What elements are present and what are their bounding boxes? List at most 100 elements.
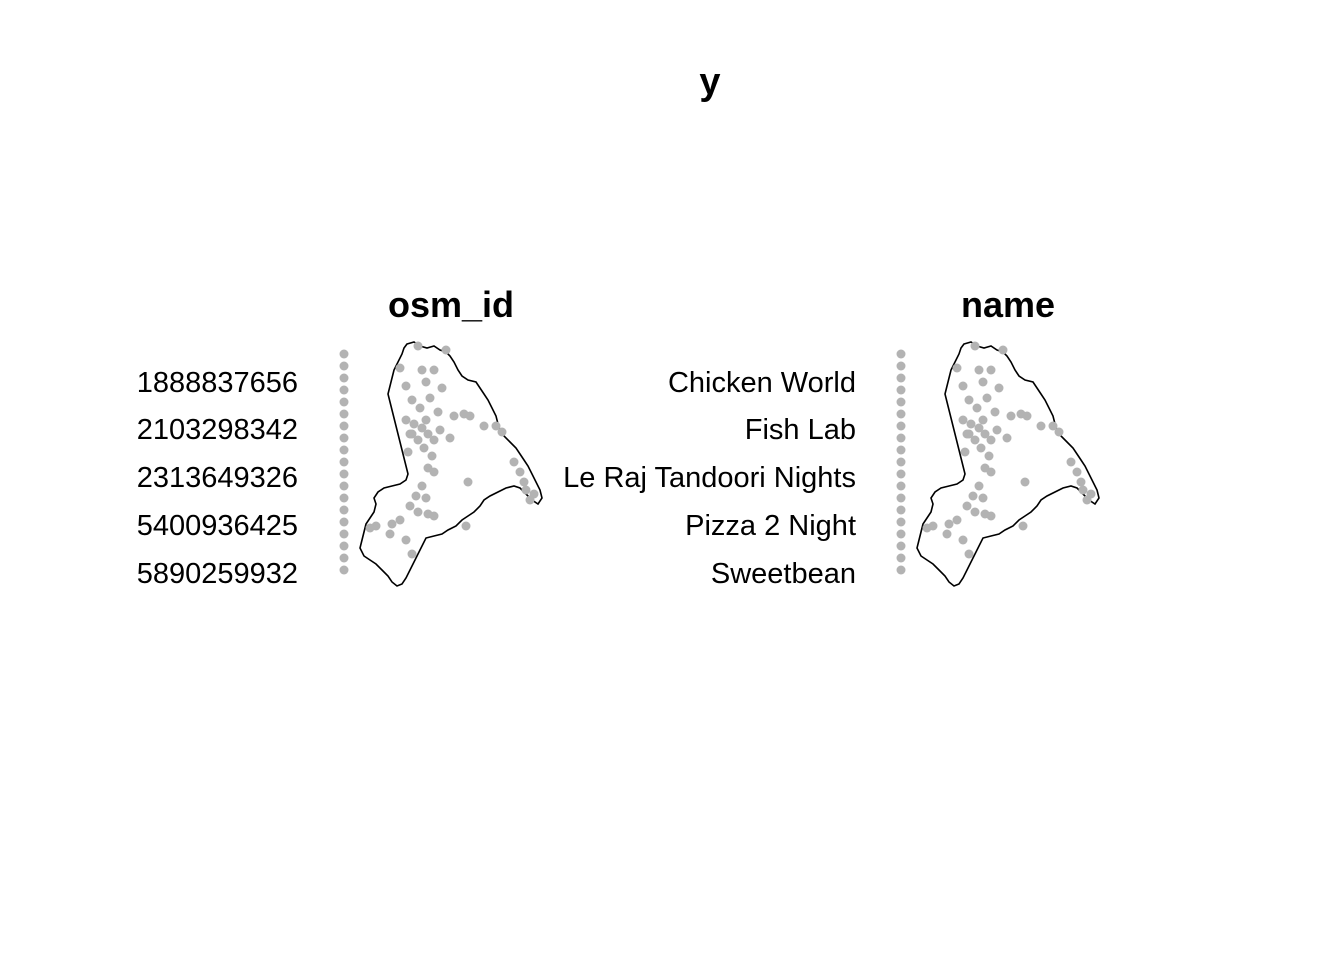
legend-symbol	[896, 493, 906, 503]
legend-label: 2103298342	[136, 414, 298, 446]
legend-symbol	[896, 373, 906, 383]
map-point	[958, 415, 968, 425]
map-point	[427, 451, 437, 461]
map-point	[974, 481, 984, 491]
map-point	[417, 423, 427, 433]
legend-symbol	[896, 481, 906, 491]
map-point	[952, 515, 962, 525]
map-point	[425, 393, 435, 403]
legend-label: 5400936425	[136, 510, 298, 542]
legend-label: Le Raj Tandoori Nights	[563, 462, 856, 494]
legend-symbol	[339, 481, 349, 491]
map-point	[415, 403, 425, 413]
legend-symbol	[339, 421, 349, 431]
legend-symbol	[339, 409, 349, 419]
map-point	[463, 477, 473, 487]
legend-symbol	[339, 469, 349, 479]
map-point	[435, 425, 445, 435]
legend-osm-id: 1888837656 2103298342 2313649326 5400936…	[60, 0, 298, 960]
legend-symbol	[896, 457, 906, 467]
map-point	[429, 365, 439, 375]
legend-symbol	[339, 433, 349, 443]
map-point	[433, 407, 443, 417]
map-point	[519, 477, 529, 487]
panel-title-osm-id: osm_id	[387, 284, 515, 325]
legend-symbol	[896, 553, 906, 563]
map-point	[1036, 421, 1046, 431]
legend-label: 2313649326	[136, 462, 298, 494]
map-point	[1020, 477, 1030, 487]
legend-symbol	[896, 517, 906, 527]
map-point	[497, 427, 507, 437]
map-point	[1048, 421, 1058, 431]
map-point	[1076, 477, 1086, 487]
legend-symbol	[896, 409, 906, 419]
map-point	[978, 377, 988, 387]
map-point	[461, 521, 471, 531]
map-point	[403, 447, 413, 457]
map-point	[395, 363, 405, 373]
legend-symbol	[339, 361, 349, 371]
map-point	[429, 511, 439, 521]
map-point	[421, 493, 431, 503]
legend-symbol	[896, 565, 906, 575]
map-point	[365, 523, 375, 533]
map-point	[441, 345, 451, 355]
legend-symbol	[339, 493, 349, 503]
map-point	[1078, 485, 1088, 495]
legend-symbol	[896, 421, 906, 431]
map-point	[429, 467, 439, 477]
legend-symbol	[896, 541, 906, 551]
legend-symbol	[339, 373, 349, 383]
legend-symbol	[896, 445, 906, 455]
map-point	[421, 415, 431, 425]
map-point	[385, 529, 395, 539]
map-point	[962, 501, 972, 511]
map-point	[401, 415, 411, 425]
map-point	[990, 407, 1000, 417]
legend-symbol	[896, 397, 906, 407]
map-point	[966, 419, 976, 429]
map-panel-name	[896, 341, 1100, 587]
map-point	[922, 523, 932, 533]
map-point	[1066, 457, 1076, 467]
plot-title: y	[699, 61, 721, 103]
map-point	[413, 507, 423, 517]
legend-label: Fish Lab	[744, 414, 856, 446]
map-point	[417, 481, 427, 491]
map-point	[387, 519, 397, 529]
map-point	[984, 451, 994, 461]
map-point	[994, 383, 1004, 393]
map-point	[958, 381, 968, 391]
map-point	[986, 511, 996, 521]
legend-symbol	[339, 517, 349, 527]
map-point	[986, 435, 996, 445]
map-point	[401, 535, 411, 545]
legend-symbol	[339, 565, 349, 575]
map-point	[1022, 411, 1032, 421]
map-point	[421, 377, 431, 387]
legend-symbol	[339, 385, 349, 395]
legend-symbol	[896, 529, 906, 539]
map-point	[445, 433, 455, 443]
map-point	[982, 393, 992, 403]
legend-symbol	[339, 445, 349, 455]
map-point	[998, 345, 1008, 355]
map-point	[1018, 521, 1028, 531]
map-point	[515, 467, 525, 477]
legend-label: 1888837656	[136, 367, 298, 399]
map-panel-osm-id	[339, 341, 543, 587]
map-point	[976, 443, 986, 453]
map-point	[958, 535, 968, 545]
map-point	[1006, 411, 1016, 421]
map-point	[964, 395, 974, 405]
legend-symbol	[339, 397, 349, 407]
map-point	[978, 415, 988, 425]
map-point	[974, 365, 984, 375]
map-point	[972, 403, 982, 413]
legend-symbol	[339, 457, 349, 467]
map-point	[411, 491, 421, 501]
map-point	[986, 365, 996, 375]
legend-symbol	[339, 505, 349, 515]
map-point	[964, 549, 974, 559]
